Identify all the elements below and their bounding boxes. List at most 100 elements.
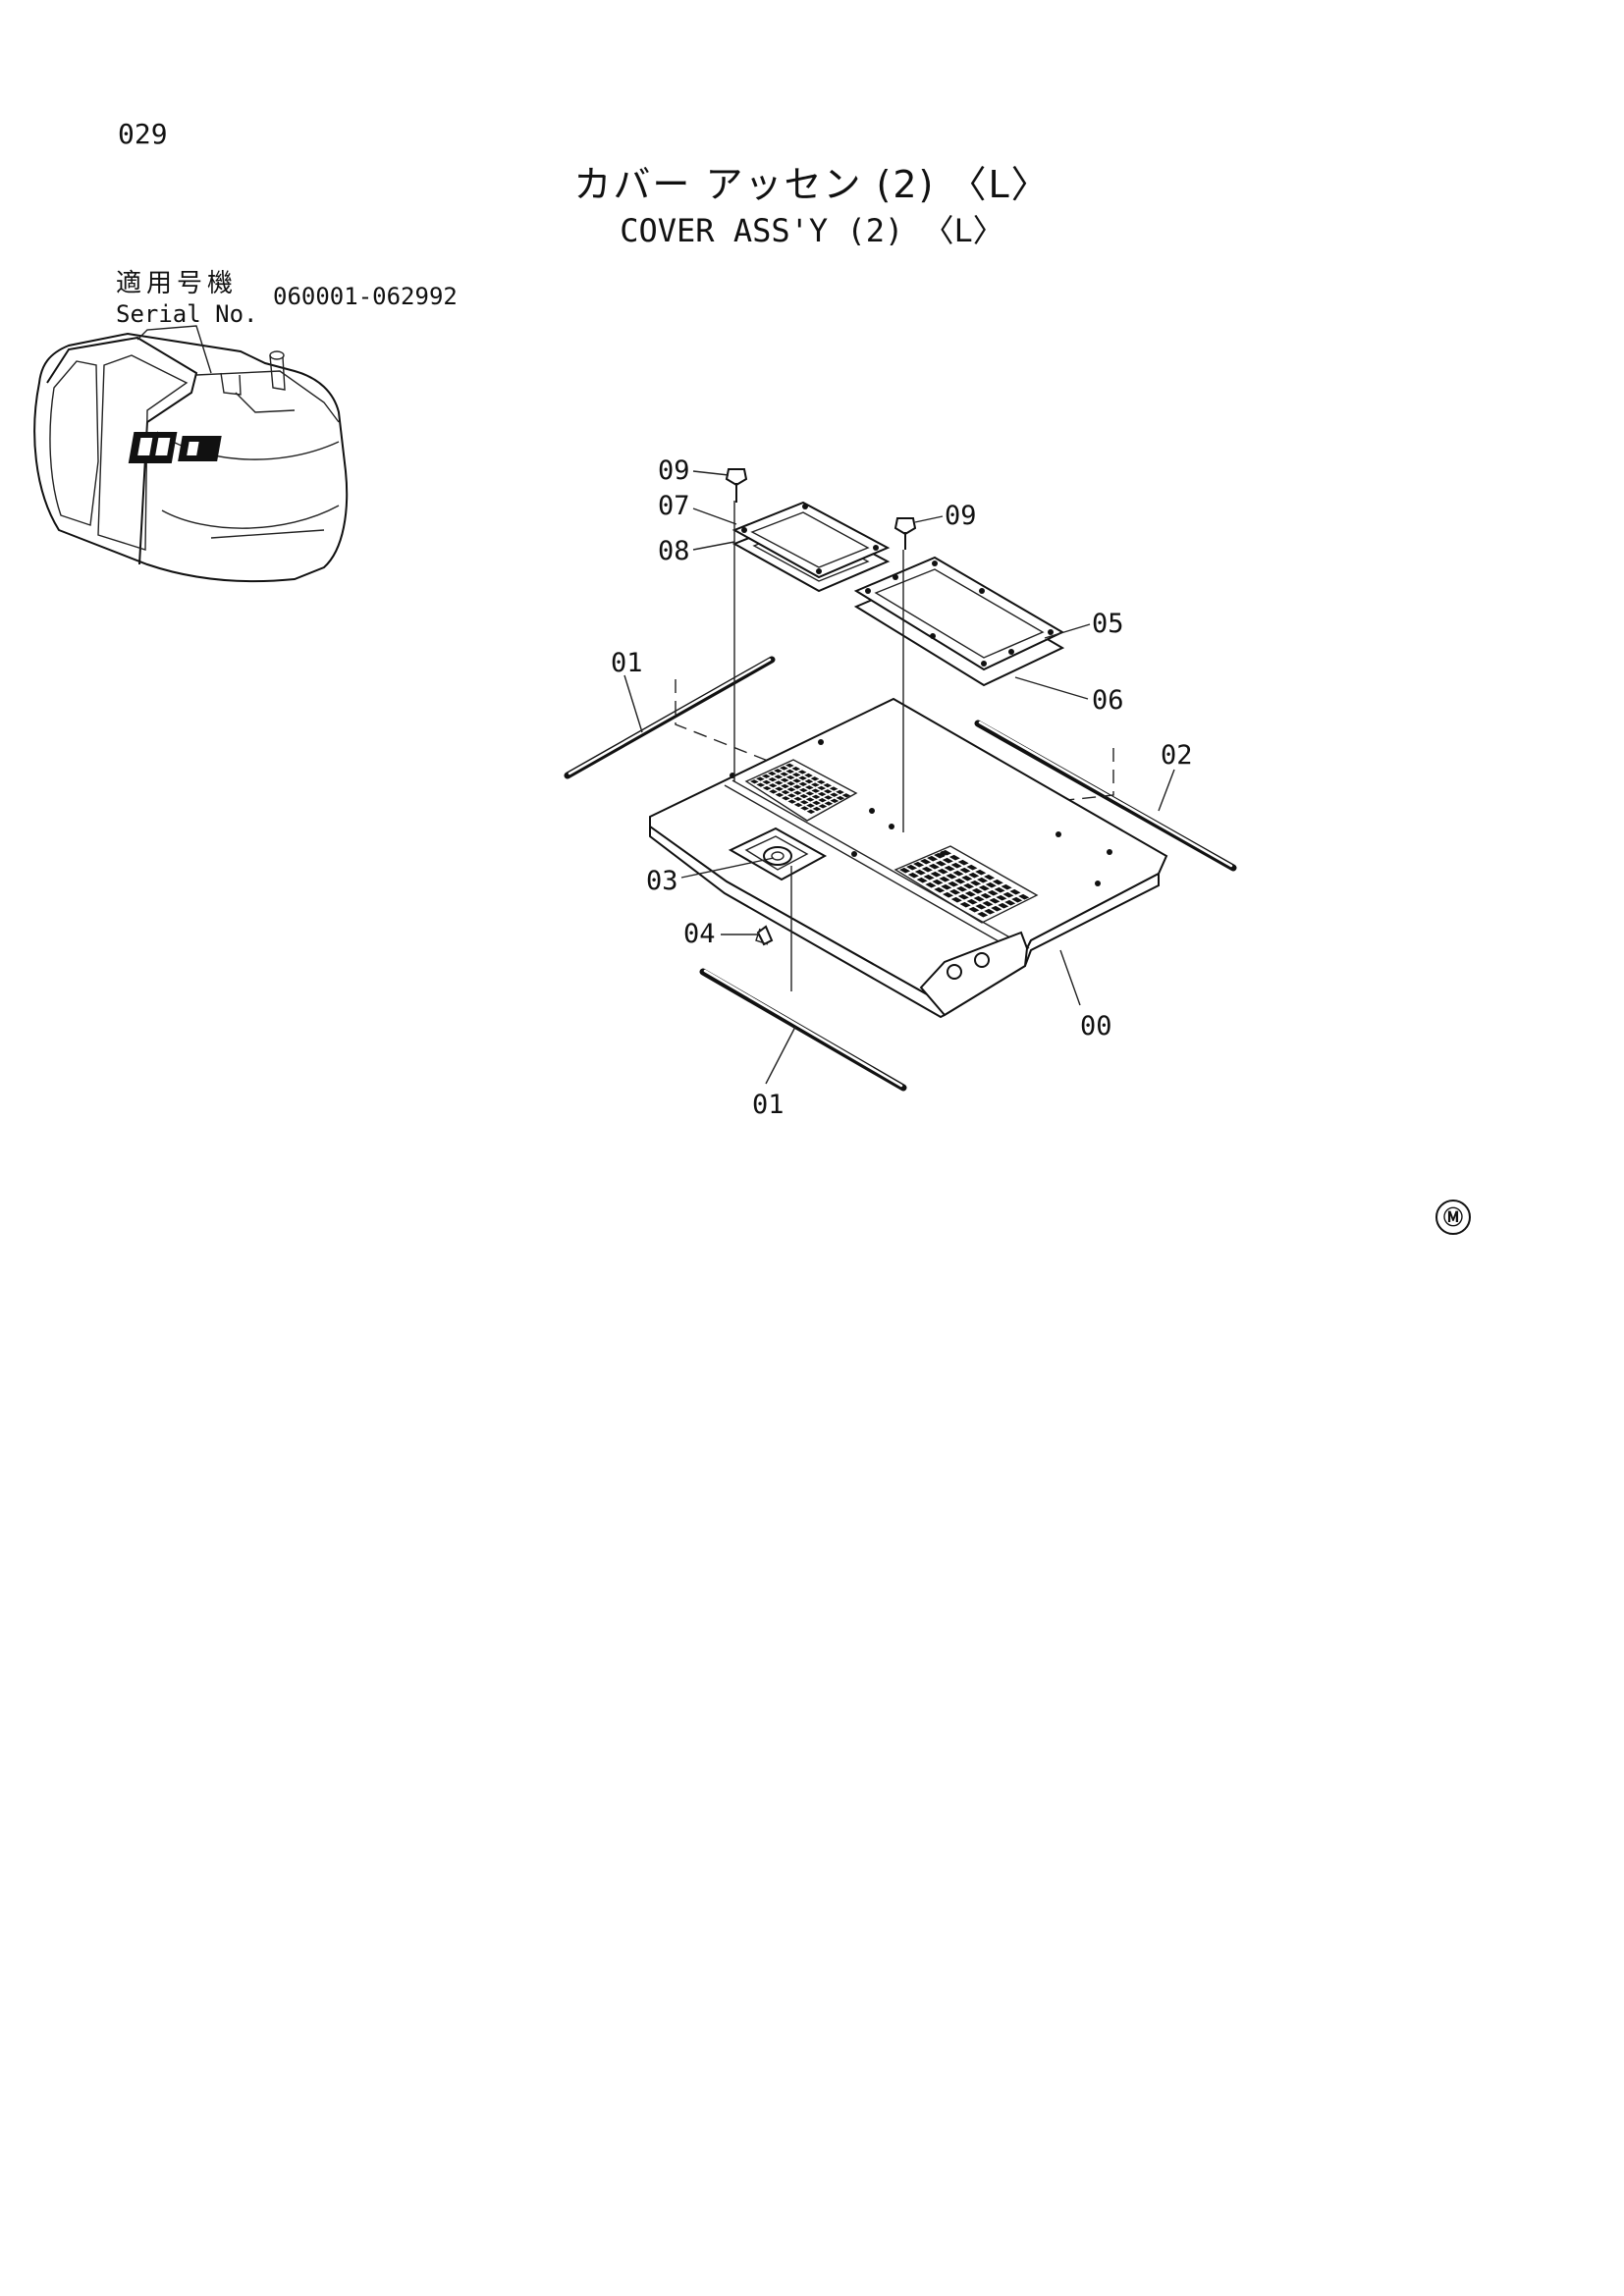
grille-cell-right: [989, 897, 1001, 904]
grille-cell-right: [923, 874, 935, 881]
grille-cell-left: [787, 793, 796, 798]
grille-cell-left: [804, 773, 813, 778]
grille-cell-left: [810, 776, 820, 781]
serial-range: 060001-062992: [273, 283, 458, 310]
callout-05: 05: [1092, 609, 1124, 639]
grille-cell-right: [941, 849, 952, 856]
grille-cell-left: [800, 806, 809, 811]
grille-cell-right: [987, 889, 999, 896]
grille-cell-right: [1002, 891, 1014, 898]
grille-cell-right: [959, 867, 971, 874]
grille-cell-left: [798, 775, 807, 780]
grille-cell-right: [916, 877, 928, 883]
grille-cell-right: [971, 887, 983, 894]
grille-cell-left: [824, 795, 833, 800]
grille-cell-left: [781, 789, 790, 795]
grille-cell-left: [774, 780, 784, 785]
grille-cell-right: [1011, 896, 1023, 903]
grille-cell-right: [961, 875, 973, 881]
grille-cell-left: [805, 791, 815, 796]
grille-cell-right: [978, 884, 990, 891]
grille-cell-right: [977, 911, 989, 918]
grille-cell-left: [785, 769, 795, 774]
serial-label-japanese: 適用号機: [116, 269, 239, 298]
grille-cell-right: [1018, 893, 1030, 900]
grille-cell-left: [775, 792, 785, 797]
grille-cell-right: [928, 863, 940, 870]
grille-cell-left: [830, 798, 839, 803]
grille-cell-left: [791, 766, 801, 772]
grille-cell-left: [786, 781, 795, 786]
grille-cell-right: [930, 871, 942, 878]
grille-cell-left: [829, 786, 839, 791]
grille-cell-left: [805, 785, 814, 790]
callout-01-top: 01: [611, 648, 643, 678]
grille-cell-left: [798, 781, 808, 786]
grille-cell-left: [823, 789, 833, 794]
grille-cell-right: [941, 883, 952, 890]
grille-cell-right: [906, 864, 918, 871]
grille-cell-left: [797, 770, 807, 774]
grille-cell-left: [793, 802, 803, 808]
grille-cell-right: [948, 854, 960, 861]
grille-cell-left: [769, 789, 778, 794]
grille-cell-left: [781, 783, 789, 789]
grille-cell-left: [792, 784, 802, 789]
grille-cell-left: [817, 791, 827, 797]
grille-cell-right: [907, 872, 919, 879]
grille-cell-right: [939, 876, 950, 882]
title-japanese: カバー アッセン (2) 〈L〉: [573, 163, 1051, 206]
grille-cell-left: [780, 777, 789, 782]
callout-04: 04: [683, 919, 716, 949]
grille-cell-left: [811, 782, 820, 787]
page-number: 029: [118, 118, 168, 150]
assembly-axis-lines: [733, 501, 904, 991]
callout-09-right: 09: [945, 501, 977, 531]
grille-cell-right: [977, 877, 989, 883]
grille-cell-right: [935, 860, 947, 867]
title-english: COVER ASS'Y (2) 〈L〉: [620, 212, 1004, 249]
grille-cell-left: [762, 779, 772, 785]
vent-grille-left: [744, 759, 858, 822]
grille-cell-left: [762, 785, 772, 791]
excavator-thumbnail-illustration: [33, 325, 349, 583]
grille-cell-right: [968, 872, 980, 879]
grille-cell-left: [750, 779, 759, 784]
grille-cell-right: [957, 893, 969, 900]
grille-cell-left: [762, 774, 771, 778]
grille-cell-left: [787, 799, 797, 804]
grille-cell-left: [768, 771, 777, 776]
grille-cell-right: [950, 862, 962, 869]
grille-cell-left: [841, 793, 851, 798]
grille-cell-right: [1001, 883, 1012, 890]
grille-cell-right: [921, 866, 933, 873]
grille-cell-left: [804, 778, 814, 784]
grille-cell-left: [812, 806, 822, 812]
grille-cell-left: [811, 788, 821, 793]
grille-cell-right: [984, 874, 996, 881]
grille-cell-left: [756, 776, 765, 781]
grille-cell-left: [793, 790, 802, 795]
grille-cell-right: [925, 881, 937, 888]
grille-cell-right: [970, 880, 982, 886]
grille-cell-left: [785, 763, 794, 768]
grille-cell-right: [966, 864, 978, 871]
grille-cell-right: [943, 891, 954, 898]
grille-cell-right: [984, 908, 996, 915]
grille-cell-left: [799, 793, 809, 799]
grille-cell-right: [975, 869, 987, 876]
grille-cell-left: [806, 803, 815, 808]
grille-cell-right: [998, 902, 1009, 909]
main-cover-panel-part-00: [649, 697, 1168, 1019]
grille-cell-left: [786, 787, 796, 792]
callout-08: 08: [658, 536, 690, 566]
callout-02: 02: [1161, 740, 1193, 771]
leader-lines: [623, 470, 1175, 1085]
grille-cell-right: [914, 869, 926, 876]
grille-cell-right: [996, 894, 1007, 901]
grille-cell-left: [799, 800, 809, 805]
grille-cell-left: [823, 782, 833, 788]
grille-cell-left: [799, 787, 808, 793]
grille-cell-right: [991, 905, 1002, 912]
